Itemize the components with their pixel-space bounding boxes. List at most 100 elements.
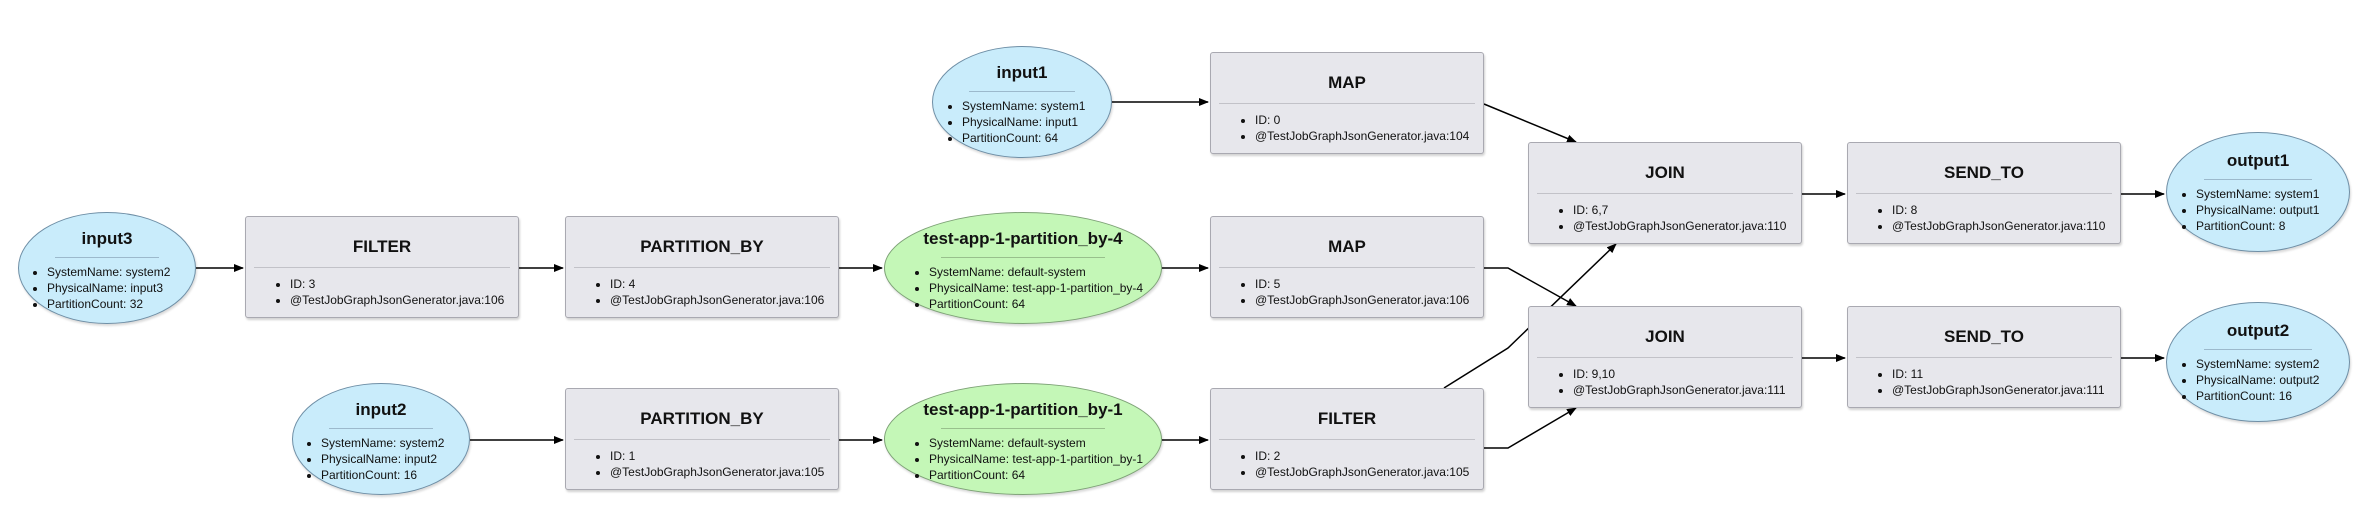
- node-property: SystemName: system1: [2196, 186, 2349, 202]
- node-divider: [254, 267, 510, 268]
- node-property: @TestJobGraphJsonGenerator.java:105: [1255, 464, 1483, 480]
- stream-node-stream1[interactable]: test-app-1-partition_by-1SystemName: def…: [884, 383, 1162, 495]
- node-divider: [574, 439, 830, 440]
- stream-node-output1[interactable]: output1SystemName: system1PhysicalName: …: [2166, 132, 2350, 252]
- stream-node-output2[interactable]: output2SystemName: system2PhysicalName: …: [2166, 302, 2350, 422]
- operator-node-send8[interactable]: SEND_TO ID: 8@TestJobGraphJsonGenerator.j…: [1847, 142, 2121, 244]
- node-property: ID: 0: [1255, 112, 1483, 128]
- node-property: @TestJobGraphJsonGenerator.java:104: [1255, 128, 1483, 144]
- node-divider: [969, 91, 1075, 92]
- node-divider: [941, 257, 1105, 258]
- node-properties: ID: 9,10@TestJobGraphJsonGenerator.java:…: [1529, 366, 1801, 398]
- node-title: output2: [2226, 321, 2290, 340]
- operator-node-join910[interactable]: JOINID: 9,10@TestJobGraphJsonGenerator.j…: [1528, 306, 1802, 408]
- node-divider: [1219, 103, 1475, 104]
- node-title: input3: [81, 229, 133, 248]
- node-property: PartitionCount: 16: [2196, 388, 2349, 404]
- operator-node-send11[interactable]: SEND_TO ID: 11@TestJobGraphJsonGenerator.…: [1847, 306, 2121, 408]
- operator-node-map5[interactable]: MAP ID: 5@TestJobGraphJsonGenerator.java:…: [1210, 216, 1484, 318]
- node-property: PhysicalName: test-app-1-partition_by-1: [929, 451, 1161, 467]
- node-property: SystemName: default-system: [929, 264, 1161, 280]
- node-property: @TestJobGraphJsonGenerator.java:106: [1255, 292, 1483, 308]
- node-properties: ID: 4@TestJobGraphJsonGenerator.java:106: [566, 276, 838, 308]
- node-divider: [1219, 439, 1475, 440]
- node-property: PhysicalName: input3: [47, 280, 195, 296]
- node-property: @TestJobGraphJsonGenerator.java:111: [1892, 382, 2120, 398]
- node-properties: SystemName: system2PhysicalName: input3P…: [19, 264, 195, 312]
- node-property: @TestJobGraphJsonGenerator.java:110: [1892, 218, 2120, 234]
- node-property: @TestJobGraphJsonGenerator.java:106: [610, 292, 838, 308]
- node-property: PartitionCount: 32: [47, 296, 195, 312]
- node-property: PhysicalName: output1: [2196, 202, 2349, 218]
- node-property: @TestJobGraphJsonGenerator.java:105: [610, 464, 838, 480]
- node-property: ID: 8: [1892, 202, 2120, 218]
- node-title: SEND_TO: [1944, 327, 2024, 346]
- node-property: PartitionCount: 64: [929, 296, 1161, 312]
- node-title: output1: [2226, 151, 2290, 170]
- node-divider: [1856, 357, 2112, 358]
- operator-node-filter3[interactable]: FILTERID: 3@TestJobGraphJsonGenerator.ja…: [245, 216, 519, 318]
- node-divider: [1856, 193, 2112, 194]
- node-property: @TestJobGraphJsonGenerator.java:110: [1573, 218, 1801, 234]
- stream-node-input1[interactable]: input1SystemName: system1PhysicalName: i…: [932, 46, 1112, 158]
- node-property: PartitionCount: 16: [321, 467, 469, 483]
- node-title: SEND_TO: [1944, 163, 2024, 182]
- node-property: SystemName: system1: [962, 98, 1111, 114]
- node-property: PartitionCount: 64: [929, 467, 1161, 483]
- node-property: ID: 1: [610, 448, 838, 464]
- node-property: SystemName: default-system: [929, 435, 1161, 451]
- node-properties: ID: 5@TestJobGraphJsonGenerator.java:106: [1211, 276, 1483, 308]
- node-divider: [1537, 193, 1793, 194]
- node-properties: SystemName: system2PhysicalName: input2P…: [293, 435, 469, 483]
- operator-node-join67[interactable]: JOINID: 6,7@TestJobGraphJsonGenerator.ja…: [1528, 142, 1802, 244]
- operator-node-pby4[interactable]: PARTITION_BY ID: 4@TestJobGraphJsonGenera…: [565, 216, 839, 318]
- operator-node-pby1[interactable]: PARTITION_BY ID: 1@TestJobGraphJsonGenera…: [565, 388, 839, 490]
- stream-node-input2[interactable]: input2SystemName: system2PhysicalName: i…: [292, 383, 470, 495]
- node-divider: [2204, 179, 2312, 180]
- node-properties: SystemName: system1PhysicalName: input1P…: [933, 98, 1111, 146]
- node-property: ID: 3: [290, 276, 518, 292]
- node-title: MAP: [1328, 237, 1366, 256]
- node-property: SystemName: system2: [321, 435, 469, 451]
- node-title: input2: [355, 400, 407, 419]
- operator-node-filter2[interactable]: FILTER ID: 2@TestJobGraphJsonGenerator.ja…: [1210, 388, 1484, 490]
- node-properties: SystemName: system1PhysicalName: output1…: [2167, 186, 2349, 234]
- node-title: JOIN: [1645, 163, 1685, 182]
- node-properties: ID: 3@TestJobGraphJsonGenerator.java:106: [246, 276, 518, 308]
- node-divider: [574, 267, 830, 268]
- node-properties: SystemName: default-systemPhysicalName: …: [885, 264, 1161, 312]
- node-properties: SystemName: default-systemPhysicalName: …: [885, 435, 1161, 483]
- node-title: MAP: [1328, 73, 1366, 92]
- node-property: PhysicalName: input1: [962, 114, 1111, 130]
- node-property: @TestJobGraphJsonGenerator.java:111: [1573, 382, 1801, 398]
- stream-node-stream4[interactable]: test-app-1-partition_by-4SystemName: def…: [884, 212, 1162, 324]
- node-property: ID: 9,10: [1573, 366, 1801, 382]
- node-properties: ID: 1@TestJobGraphJsonGenerator.java:105: [566, 448, 838, 480]
- edge-filter2-to-join67: [1443, 243, 1617, 389]
- node-property: @TestJobGraphJsonGenerator.java:106: [290, 292, 518, 308]
- edge-map0-to-join67: [1483, 103, 1577, 143]
- operator-node-map0[interactable]: MAP ID: 0@TestJobGraphJsonGenerator.java:…: [1210, 52, 1484, 154]
- node-divider: [941, 428, 1105, 429]
- node-title: PARTITION_BY: [640, 237, 764, 256]
- edge-filter2-to-join910: [1484, 407, 1577, 449]
- node-property: SystemName: system2: [47, 264, 195, 280]
- node-title: test-app-1-partition_by-1: [923, 400, 1123, 419]
- node-divider: [1537, 357, 1793, 358]
- node-property: PhysicalName: input2: [321, 451, 469, 467]
- node-title: FILTER: [1317, 409, 1377, 428]
- node-divider: [329, 428, 433, 429]
- node-property: PhysicalName: output2: [2196, 372, 2349, 388]
- node-divider: [55, 257, 159, 258]
- node-properties: ID: 11@TestJobGraphJsonGenerator.java:11…: [1848, 366, 2120, 398]
- stream-node-input3[interactable]: input3SystemName: system2PhysicalName: i…: [18, 212, 196, 324]
- node-property: ID: 11: [1892, 366, 2120, 382]
- node-properties: ID: 0@TestJobGraphJsonGenerator.java:104: [1211, 112, 1483, 144]
- node-property: ID: 5: [1255, 276, 1483, 292]
- node-property: PartitionCount: 64: [962, 130, 1111, 146]
- node-property: ID: 2: [1255, 448, 1483, 464]
- node-properties: SystemName: system2PhysicalName: output2…: [2167, 356, 2349, 404]
- node-title: PARTITION_BY: [640, 409, 764, 428]
- node-divider: [2204, 349, 2312, 350]
